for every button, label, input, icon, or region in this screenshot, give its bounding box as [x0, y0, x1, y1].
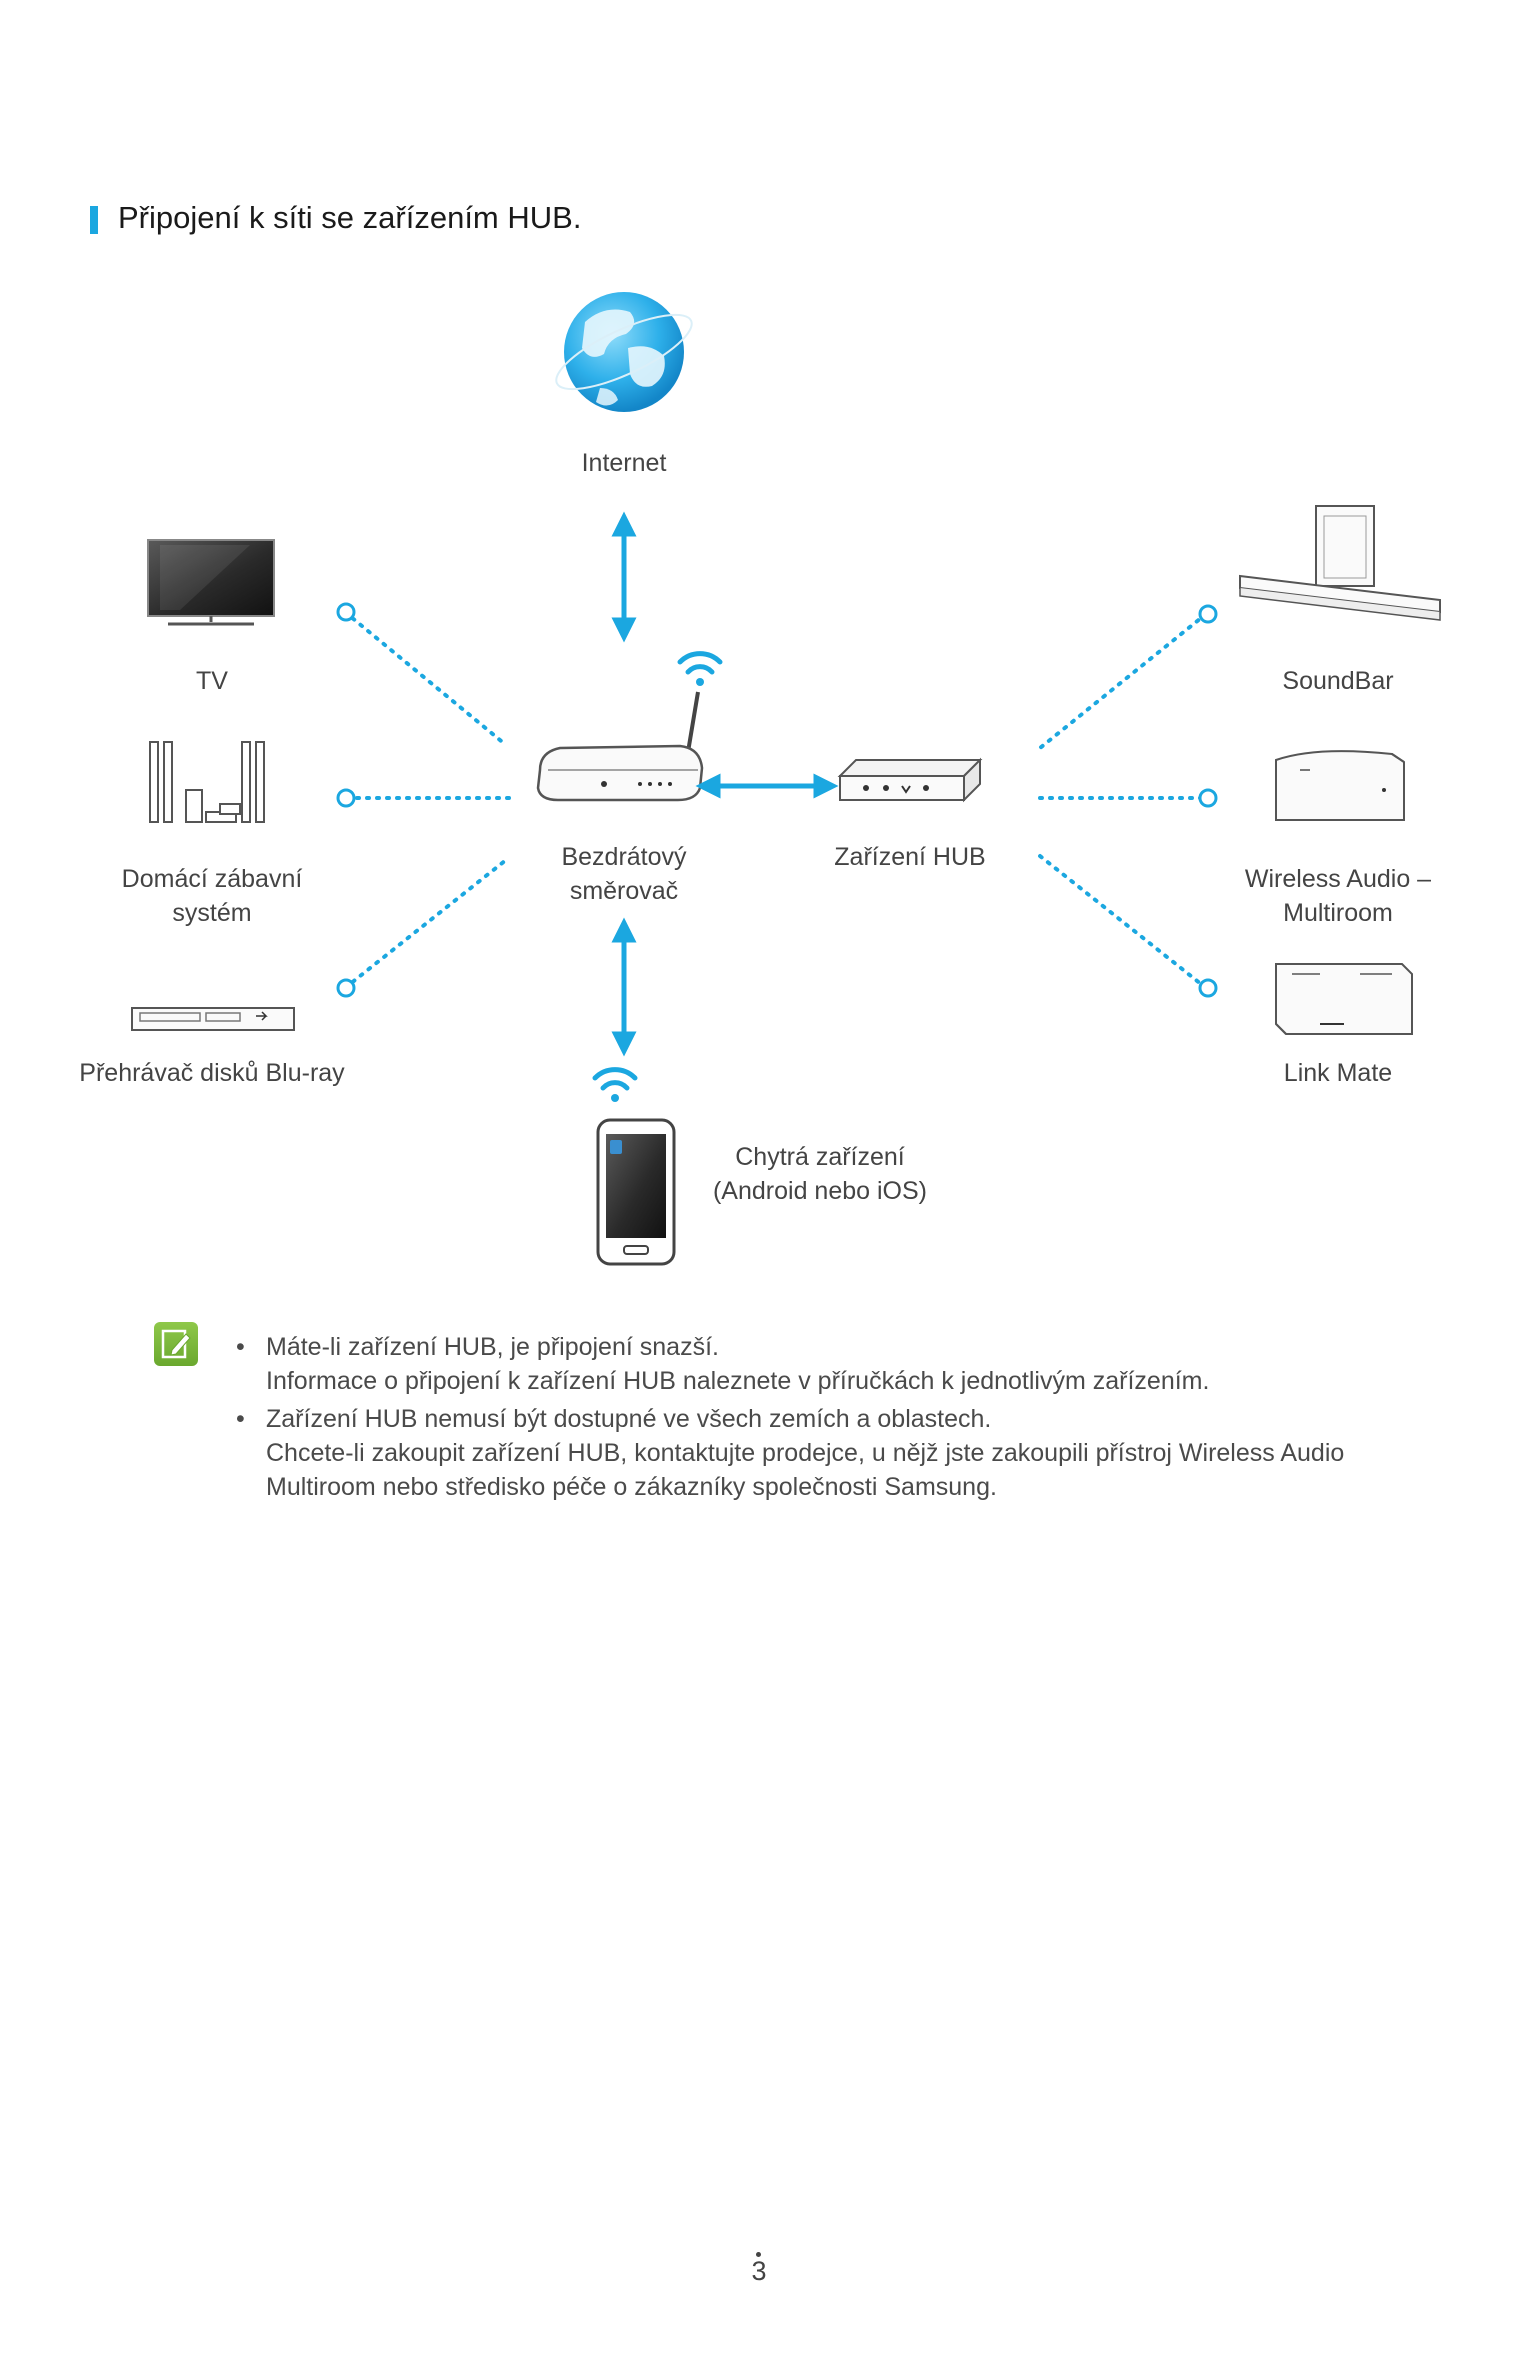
home-theater-label-line2: systém [172, 899, 252, 927]
internet-label: Internet [581, 449, 667, 477]
note-line: Informace o připojení k zařízení HUB nal… [266, 1367, 1210, 1395]
globe-icon [555, 292, 693, 412]
tv-icon [147, 539, 275, 626]
notes-list: Máte-li zařízení HUB, je připojení snazš… [234, 1330, 1384, 1508]
smartphone-icon [596, 1118, 676, 1266]
note-pencil-icon [154, 1322, 198, 1366]
note-line: Zařízení HUB nemusí být dostupné ve všec… [266, 1405, 992, 1433]
home-theater-icon [149, 741, 265, 823]
router-icon [536, 691, 704, 802]
network-diagram [131, 292, 1441, 1266]
bluray-label: Přehrávač disků Blu-ray [79, 1059, 345, 1087]
router-label-line1: Bezdrátový [561, 843, 687, 871]
link-mate-label: Link Mate [1283, 1059, 1393, 1087]
home-theater-label: Domácí zábavní systém [102, 862, 322, 930]
hub-label: Zařízení HUB [834, 843, 986, 871]
soundbar-label: SoundBar [1282, 667, 1394, 695]
note-line: Chcete-li zakoupit zařízení HUB, kontakt… [266, 1439, 1345, 1467]
home-theater-label-line1: Domácí zábavní [121, 865, 303, 893]
link-mate-icon [1275, 963, 1413, 1035]
title-accent-bar [90, 206, 98, 234]
page-number-dot [756, 2252, 761, 2257]
note-item: Zařízení HUB nemusí být dostupné ve všec… [234, 1402, 1384, 1504]
page-number: 3 [751, 2256, 767, 2286]
router-label-line2: směrovač [569, 877, 679, 905]
wireless-audio-label-line2: Multiroom [1283, 899, 1393, 927]
hub-device-icon [837, 757, 983, 803]
router-label: Bezdrátový směrovač [514, 840, 734, 908]
note-line: Máte-li zařízení HUB, je připojení snazš… [266, 1333, 719, 1361]
smart-device-label: Chytrá zařízení (Android nebo iOS) [690, 1140, 950, 1208]
left-connectors [336, 602, 512, 998]
soundbar-icon [1239, 505, 1441, 621]
smart-device-label-line1: Chytrá zařízení [735, 1143, 905, 1171]
wireless-audio-label: Wireless Audio – Multiroom [1218, 862, 1458, 930]
wireless-speaker-icon [1275, 750, 1405, 821]
smart-device-label-line2: (Android nebo iOS) [712, 1177, 927, 1205]
wireless-audio-label-line1: Wireless Audio – [1244, 865, 1432, 893]
note-item: Máte-li zařízení HUB, je připojení snazš… [234, 1330, 1384, 1398]
right-connectors [1038, 604, 1218, 998]
page-title: Připojení k síti se zařízením HUB. [118, 200, 582, 235]
tv-label: TV [196, 667, 228, 695]
smartphone-wifi-icon [592, 1067, 638, 1102]
note-line: Multiroom nebo středisko péče o zákazník… [266, 1473, 997, 1501]
wifi-icon [677, 651, 723, 686]
bluray-player-icon [131, 1007, 295, 1031]
